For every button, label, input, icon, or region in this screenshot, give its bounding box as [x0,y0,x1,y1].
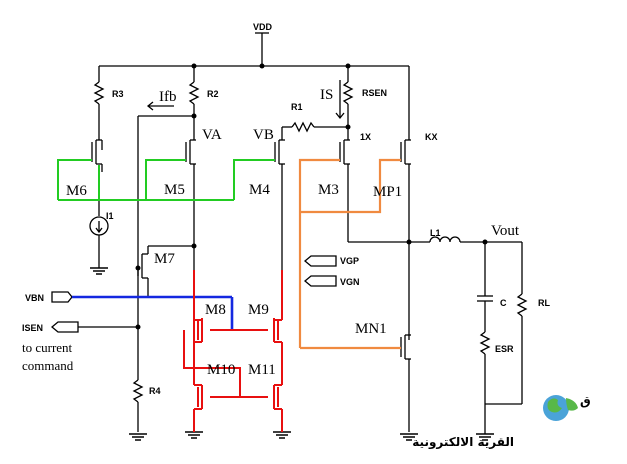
m5-label: M5 [164,182,185,198]
rsen-label: RSEN [362,88,387,98]
red-current-mirror [183,270,283,432]
vgp-label: VGP [340,256,359,266]
m7-label: M7 [154,251,175,267]
m6-label: M6 [66,183,87,199]
i1-label: I1 [106,211,114,221]
mp1-label: MP1 [373,184,402,200]
ifb-label: Ifb [159,89,177,105]
logo-emblem: ق [580,394,591,408]
vout-label: Vout [491,223,520,239]
r4-label: R4 [149,386,161,396]
r3-label: R3 [112,89,124,99]
l1-label: L1 [430,228,441,238]
c-label: C [500,298,507,308]
green-bias-net [57,159,275,201]
m10-label: M10 [207,362,235,378]
ground-m10 [184,431,204,439]
vbn-label: VBN [25,293,44,303]
r1-label: R1 [291,102,303,112]
m4-label: M4 [249,182,270,198]
junction-dots [135,63,488,330]
r2-label: R2 [207,89,219,99]
kx-label: KX [425,132,438,142]
m9-label: M9 [248,302,269,318]
vgn-label: VGN [340,277,360,287]
rl-label: RL [538,298,550,308]
ground-i1 [89,267,109,275]
mn1-label: MN1 [355,321,387,337]
to-current-label: to current [22,340,73,355]
m3-label: M3 [318,182,339,198]
logo: ق القرية الالكترونية [412,394,590,450]
vb-label: VB [253,127,274,143]
logo-text: القرية الالكترونية [412,435,514,450]
esr-label: ESR [495,344,514,354]
ground-m11 [272,431,292,439]
command-label: command [22,358,74,373]
m11-label: M11 [248,362,276,378]
orange-gate-net [298,158,401,350]
m8-label: M8 [205,302,226,318]
x1-label: 1X [360,132,371,142]
isen-label: ISEN [22,323,43,333]
vdd-label: VDD [253,22,273,32]
va-label: VA [202,127,222,143]
ground-r4 [128,433,148,441]
is-label: IS [320,87,333,103]
